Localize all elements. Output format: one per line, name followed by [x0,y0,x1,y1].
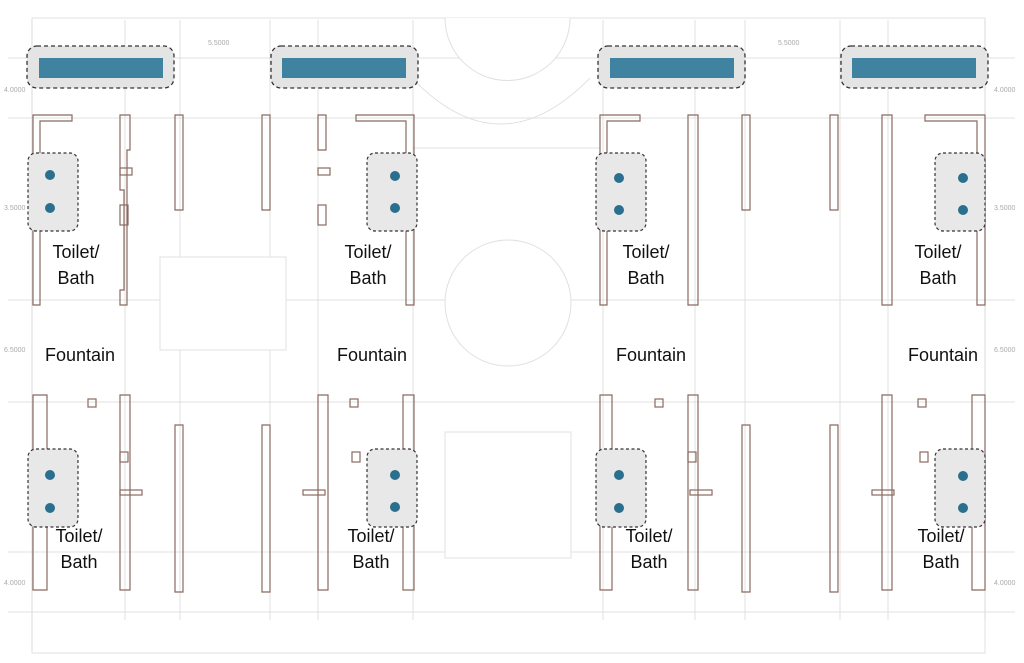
dim-label: 6.5000 [4,347,26,354]
dim-label: 4.0000 [994,87,1016,94]
room-label-toilet-bath: Toilet/Bath [622,242,669,288]
dimension-labels: 5.5000 5.5000 4.0000 4.0000 6.5000 6.500… [4,40,1016,587]
dim-label: 4.0000 [994,580,1016,587]
dim-label: 3.5000 [4,205,26,212]
room-label-toilet-bath: Toilet/Bath [52,242,99,288]
room-label-toilet-bath: Toilet/Bath [917,526,964,572]
dim-label: 5.5000 [208,40,230,47]
room-label-fountain: Fountain [616,345,686,365]
room-labels: Toilet/Bath Toilet/Bath Fountain Fountai… [45,242,978,572]
dim-label: 3.5000 [994,205,1016,212]
water-tanks [26,45,989,89]
room-label-toilet-bath: Toilet/Bath [914,242,961,288]
walls-left-unit [32,114,415,593]
room-label-fountain: Fountain [337,345,407,365]
dim-label: 4.0000 [4,87,26,94]
room-label-fountain: Fountain [908,345,978,365]
dim-label: 6.5000 [994,347,1016,354]
room-label-toilet-bath: Toilet/Bath [55,526,102,572]
dim-label: 5.5000 [778,40,800,47]
central-courtyard [159,17,600,559]
toilet-clusters [27,152,986,528]
room-label-fountain: Fountain [45,345,115,365]
room-label-toilet-bath: Toilet/Bath [344,242,391,288]
room-label-toilet-bath: Toilet/Bath [625,526,672,572]
room-label-toilet-bath: Toilet/Bath [347,526,394,572]
dim-label: 4.0000 [4,580,26,587]
